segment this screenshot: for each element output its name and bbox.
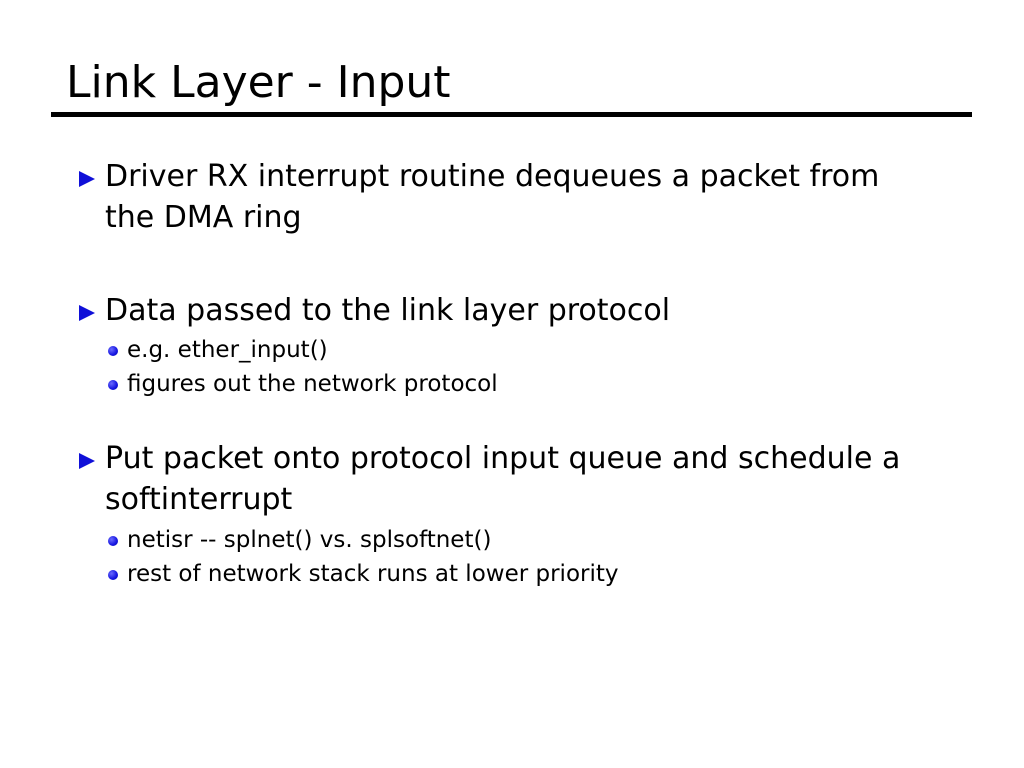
- slide-title: Link Layer - Input: [66, 57, 451, 108]
- title-rule: [51, 112, 972, 117]
- dot-icon: [108, 346, 118, 356]
- bullet-text: Put packet onto protocol input queue and…: [105, 441, 901, 517]
- triangle-right-icon: [79, 453, 95, 469]
- sub-bullet-text: figures out the network protocol: [127, 371, 498, 397]
- sub-bullet-item: e.g. ether_input(): [0, 333, 1024, 363]
- dot-icon: [108, 570, 118, 580]
- sub-bullet-text: rest of network stack runs at lower prio…: [127, 561, 619, 587]
- dot-icon: [108, 380, 118, 390]
- bullet-text: Data passed to the link layer protocol: [105, 293, 671, 328]
- sub-bullet-item: rest of network stack runs at lower prio…: [0, 557, 1024, 587]
- sub-bullet-item: netisr -- splnet() vs. splsoftnet(): [0, 523, 1024, 553]
- sub-bullet-item: figures out the network protocol: [0, 367, 1024, 397]
- triangle-right-icon: [79, 305, 95, 321]
- dot-icon: [108, 536, 118, 546]
- sub-bullet-text: e.g. ether_input(): [127, 337, 328, 363]
- bullet-text: Driver RX interrupt routine dequeues a p…: [105, 159, 880, 235]
- triangle-right-icon: [79, 171, 95, 187]
- sub-bullet-text: netisr -- splnet() vs. splsoftnet(): [127, 527, 492, 553]
